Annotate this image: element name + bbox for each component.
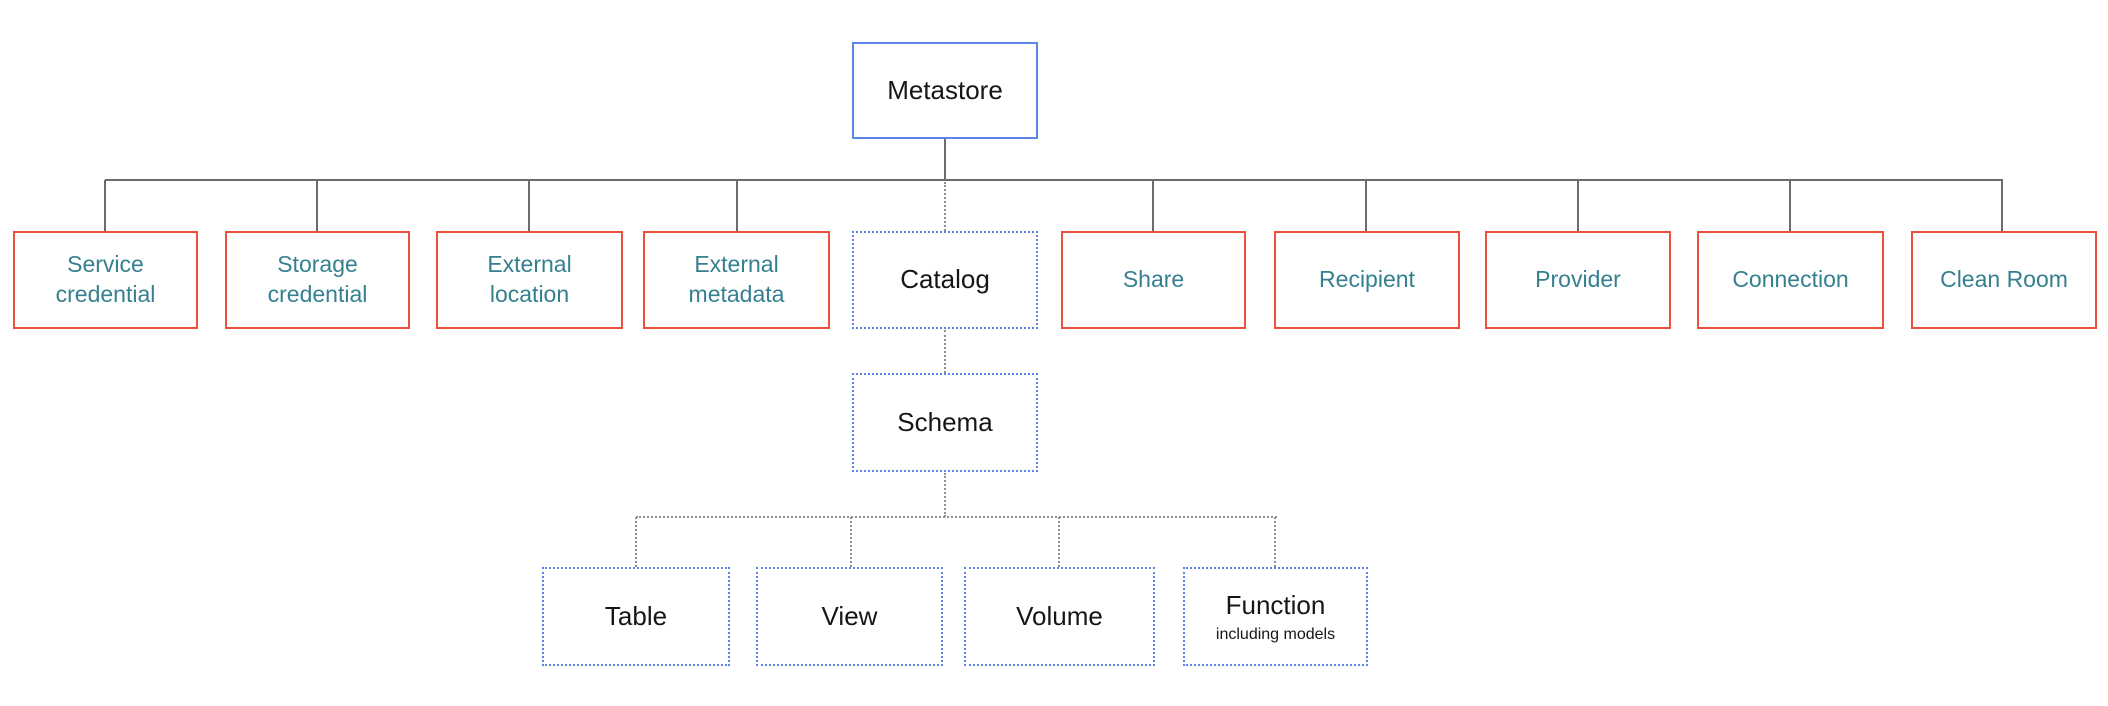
node-schema-label: Schema <box>897 406 993 437</box>
connector-stub-external-metadata <box>736 180 738 231</box>
node-external-metadata: External metadata <box>643 231 830 329</box>
node-catalog: Catalog <box>852 231 1038 329</box>
node-function-label: Function <box>1225 590 1326 621</box>
node-share: Share <box>1061 231 1246 329</box>
node-table: Table <box>542 567 730 666</box>
connector-stub-service-credential <box>104 180 106 231</box>
connector-main-horizontal <box>105 179 2003 181</box>
node-share-label: Share <box>1122 266 1185 293</box>
node-function: Function including models <box>1183 567 1368 666</box>
node-metastore-label: Metastore <box>887 74 1003 105</box>
connector-lower-horizontal-dotted <box>636 516 1277 518</box>
node-connection-label: Connection <box>1732 266 1849 293</box>
node-external-location: External location <box>436 231 623 329</box>
node-service-credential-label: Service credential <box>55 251 156 307</box>
node-recipient: Recipient <box>1274 231 1460 329</box>
connector-stub-clean-room <box>2001 180 2003 231</box>
node-storage-credential-label: Storage credential <box>267 251 368 307</box>
connector-metastore-down <box>944 139 946 180</box>
node-provider-label: Provider <box>1535 266 1621 293</box>
node-clean-room-label: Clean Room <box>1940 266 2068 293</box>
connector-stub-recipient <box>1365 180 1367 231</box>
node-volume-label: Volume <box>1016 600 1103 631</box>
node-volume: Volume <box>964 567 1155 666</box>
node-external-location-label: External location <box>487 251 572 307</box>
node-catalog-label: Catalog <box>900 264 990 295</box>
node-storage-credential: Storage credential <box>225 231 410 329</box>
node-schema: Schema <box>852 373 1038 472</box>
node-external-metadata-label: External metadata <box>688 251 785 307</box>
connector-stub-function <box>1274 517 1276 567</box>
connector-stub-provider <box>1577 180 1579 231</box>
connector-stub-view <box>850 517 852 567</box>
node-connection: Connection <box>1697 231 1884 329</box>
node-metastore: Metastore <box>852 42 1038 139</box>
connector-stub-table <box>635 517 637 567</box>
node-clean-room: Clean Room <box>1911 231 2097 329</box>
node-service-credential: Service credential <box>13 231 198 329</box>
connector-stub-external-location <box>528 180 530 231</box>
node-recipient-label: Recipient <box>1319 266 1415 293</box>
node-table-label: Table <box>604 600 668 631</box>
node-view-label: View <box>821 600 878 631</box>
connector-schema-down <box>944 473 946 517</box>
connector-stub-storage-credential <box>316 180 318 231</box>
connector-stub-connection <box>1789 180 1791 231</box>
node-view: View <box>756 567 943 666</box>
connector-stub-share <box>1152 180 1154 231</box>
connector-stub-volume <box>1058 517 1060 567</box>
connector-catalog-to-schema <box>944 330 946 373</box>
connector-stub-catalog-dotted <box>944 182 946 231</box>
node-function-sublabel: including models <box>1215 626 1336 644</box>
node-provider: Provider <box>1485 231 1671 329</box>
